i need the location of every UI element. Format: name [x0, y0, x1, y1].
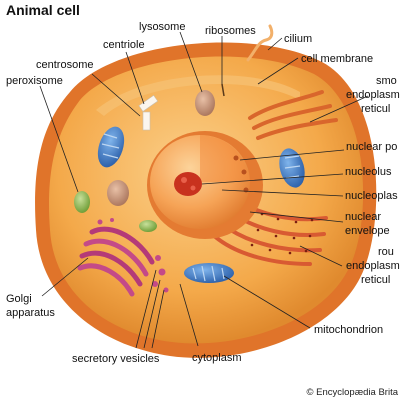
label-smooth-er-2: endoplasm — [346, 89, 400, 101]
label-rough-er-2: endoplasm — [346, 260, 400, 272]
diagram-title: Animal cell — [6, 2, 80, 18]
mitochondrion-bottom — [184, 263, 234, 283]
label-nuclear-pore: nuclear po — [346, 141, 397, 153]
secretory-vesicle-dots — [97, 218, 169, 293]
peroxisome-2 — [139, 220, 157, 232]
nucleolus-shape — [174, 172, 202, 196]
label-ribosomes: ribosomes — [205, 25, 256, 37]
labels: lysosome ribosomes cilium centriole cell… — [6, 21, 400, 365]
label-centriole: centriole — [103, 39, 145, 51]
label-secretory-vesicles: secretory vesicles — [72, 353, 160, 365]
ribosome-marker — [221, 83, 225, 97]
nucleus-shape — [147, 131, 263, 239]
label-cilium: cilium — [284, 33, 312, 45]
cilium-shape — [246, 24, 274, 62]
golgi-shape — [77, 226, 155, 297]
label-lysosome: lysosome — [139, 21, 185, 33]
centriole-shape — [138, 94, 159, 131]
label-nuclear-envelope-2: envelope — [345, 225, 390, 237]
leader-lines — [39, 31, 369, 349]
smooth-er-shape — [248, 90, 338, 140]
label-rough-er-1: rou — [378, 246, 394, 258]
vesicle-inner — [107, 180, 129, 206]
peroxisome-shape — [74, 191, 90, 213]
label-peroxisome: peroxisome — [6, 75, 63, 87]
ribosome-dots — [250, 212, 314, 255]
label-golgi-1: Golgi — [6, 293, 32, 305]
mitochondrion-left — [97, 126, 125, 168]
label-cytoplasm: cytoplasm — [192, 352, 242, 364]
label-cell-membrane: cell membrane — [301, 53, 373, 65]
label-centrosome: centrosome — [36, 59, 93, 71]
label-smooth-er-1: smo — [376, 75, 397, 87]
lysosome-shape — [195, 90, 215, 116]
label-smooth-er-3: reticul — [361, 103, 390, 115]
label-nuclear-envelope-1: nuclear — [345, 211, 381, 223]
cut-face — [96, 75, 300, 116]
label-golgi-2: apparatus — [6, 307, 55, 319]
label-rough-er-3: reticul — [361, 274, 390, 286]
label-nucleolus: nucleolus — [345, 166, 392, 178]
label-mitochondrion: mitochondrion — [314, 324, 383, 336]
nuclear-pore-shape — [233, 155, 239, 161]
label-nucleoplasm: nucleoplas — [345, 190, 398, 202]
copyright-credit: © Encyclopædia Brita — [306, 387, 398, 398]
